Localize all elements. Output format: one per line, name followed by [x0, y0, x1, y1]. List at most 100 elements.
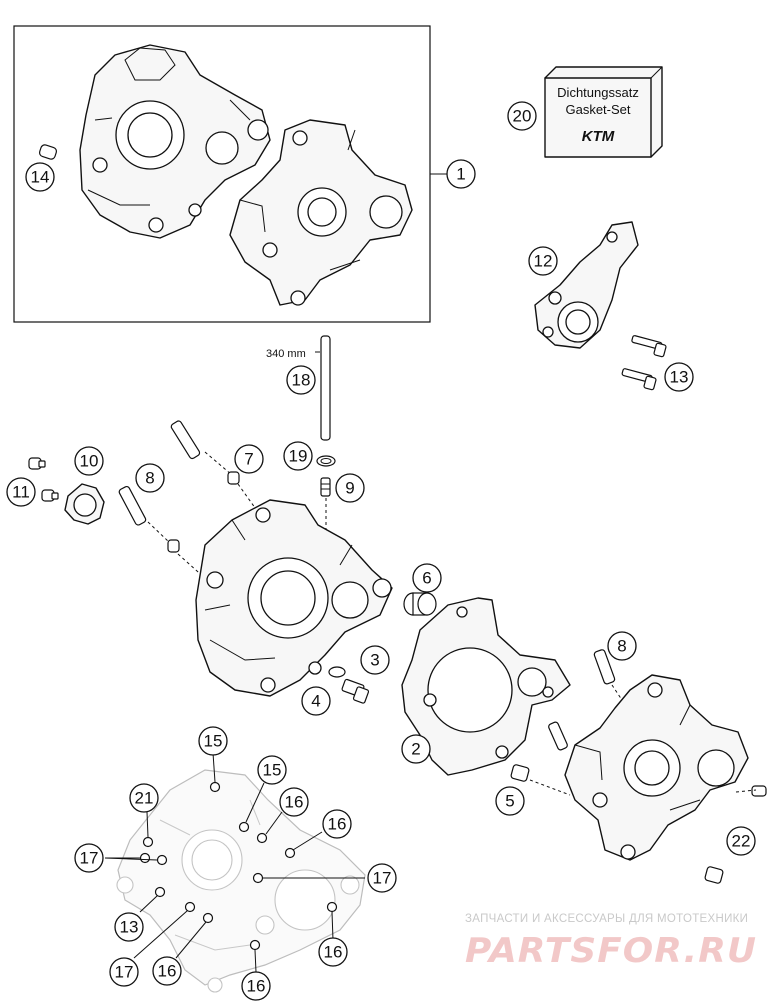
svg-text:2: 2: [411, 740, 420, 759]
svg-text:21: 21: [135, 789, 154, 808]
bolt-17b: [156, 854, 168, 866]
crankcase-gasket-2: [401, 597, 571, 776]
pin-22-lower: [704, 866, 724, 884]
drain-plug-4: [341, 678, 370, 704]
callout-7: 7: [234, 444, 264, 474]
callout-9: 9: [335, 473, 365, 503]
callout-16b: 16: [322, 809, 352, 839]
svg-text:16: 16: [247, 977, 266, 996]
axis-5: [529, 779, 571, 796]
bolt-11-upper: [28, 457, 46, 470]
hose-length-label: 340 mm: [266, 348, 306, 360]
gasket-set-box: Dichtungssatz Gasket-Set KTM: [544, 66, 663, 158]
svg-text:1: 1: [456, 165, 465, 184]
sleeve-7: [227, 471, 240, 485]
svg-text:6: 6: [422, 569, 431, 588]
clutch-cover-12: [534, 221, 639, 349]
callout-14: 14: [25, 162, 55, 192]
seal-6: [403, 592, 437, 616]
callout-5: 5: [495, 786, 525, 816]
dowel-pin-14: [38, 144, 58, 160]
stud-7-upper: [170, 420, 201, 460]
sleeve-5: [510, 764, 530, 782]
svg-text:16: 16: [328, 815, 347, 834]
bolt-16b: [284, 847, 296, 859]
crankcase-half-right-upper: [229, 119, 413, 306]
svg-text:9: 9: [345, 479, 354, 498]
cover-bolts: [139, 781, 338, 951]
svg-text:16: 16: [285, 793, 304, 812]
cover-plate-10: [64, 483, 105, 525]
callout-22: 22: [726, 826, 756, 856]
bolt-13c: [154, 886, 166, 898]
svg-text:4: 4: [311, 692, 320, 711]
bolt-13-upper: [631, 335, 667, 358]
stud-8-right: [593, 649, 616, 685]
callout-17a: 17: [74, 843, 104, 873]
svg-text:15: 15: [263, 761, 282, 780]
callout-2: 2: [401, 734, 431, 764]
crankcase-half-left-main: [195, 499, 393, 697]
bolt-15a: [209, 781, 221, 793]
svg-text:8: 8: [145, 469, 154, 488]
svg-text:19: 19: [289, 447, 308, 466]
bolt-15b: [238, 821, 250, 833]
bolt-21: [142, 836, 154, 848]
svg-text:16: 16: [158, 962, 177, 981]
hose-clamp-19: [316, 455, 336, 467]
callout-19: 19: [283, 441, 313, 471]
callout-13-right: 13: [664, 362, 694, 392]
svg-text:13: 13: [670, 368, 689, 387]
stud-8-left: [118, 485, 147, 526]
callout-16a: 16: [279, 787, 309, 817]
bolt-17c: [252, 872, 264, 884]
sleeve-8-left: [167, 539, 180, 553]
crankcase-half-right-lower: [564, 674, 749, 861]
callout-15a: 15: [198, 726, 228, 756]
pin-22-upper: [751, 785, 767, 797]
bolt-11-lower: [41, 489, 59, 502]
axis-8c: [611, 684, 623, 701]
watermark-tagline: ЗАПЧАСТИ И АКСЕССУАРЫ ДЛЯ МОТОТЕХНИКИ: [465, 913, 748, 925]
callout-16e: 16: [241, 971, 271, 1001]
callout-15b: 15: [257, 755, 287, 785]
axis-8: [147, 521, 171, 544]
callout-18: 18: [286, 365, 316, 395]
svg-text:13: 13: [120, 918, 139, 937]
svg-text:20: 20: [513, 107, 532, 126]
callout-1: 1: [446, 159, 476, 189]
callout-4: 4: [301, 686, 331, 716]
callout-13-cover: 13: [114, 912, 144, 942]
bolt-17d: [184, 901, 196, 913]
svg-text:16: 16: [324, 943, 343, 962]
callout-20: 20: [507, 101, 537, 131]
svg-text:5: 5: [505, 792, 514, 811]
bolt-16e: [249, 939, 261, 951]
axis-7: [204, 451, 233, 476]
callout-11: 11: [6, 477, 36, 507]
leader-lines: [104, 752, 365, 973]
callout-6: 6: [412, 563, 442, 593]
svg-text:8: 8: [617, 637, 626, 656]
ignition-cover: [116, 769, 366, 993]
callout-16d: 16: [318, 937, 348, 967]
svg-text:12: 12: [534, 252, 553, 271]
svg-text:7: 7: [244, 450, 253, 469]
callout-12: 12: [528, 246, 558, 276]
nipple-9: [320, 477, 331, 497]
callout-17c: 17: [109, 957, 139, 987]
svg-text:17: 17: [80, 849, 99, 868]
callout-16c: 16: [152, 956, 182, 986]
svg-text:17: 17: [373, 869, 392, 888]
crankcase-half-left-upper: [79, 44, 271, 239]
callout-3: 3: [360, 645, 390, 675]
ktm-logo: KTM: [582, 128, 615, 145]
callout-8-left: 8: [135, 463, 165, 493]
svg-text:10: 10: [80, 452, 99, 471]
bolt-16a: [256, 832, 268, 844]
callout-10: 10: [74, 446, 104, 476]
svg-text:3: 3: [370, 651, 379, 670]
stud-5-extra: [548, 721, 568, 751]
bolt-13-lower: [621, 368, 657, 391]
